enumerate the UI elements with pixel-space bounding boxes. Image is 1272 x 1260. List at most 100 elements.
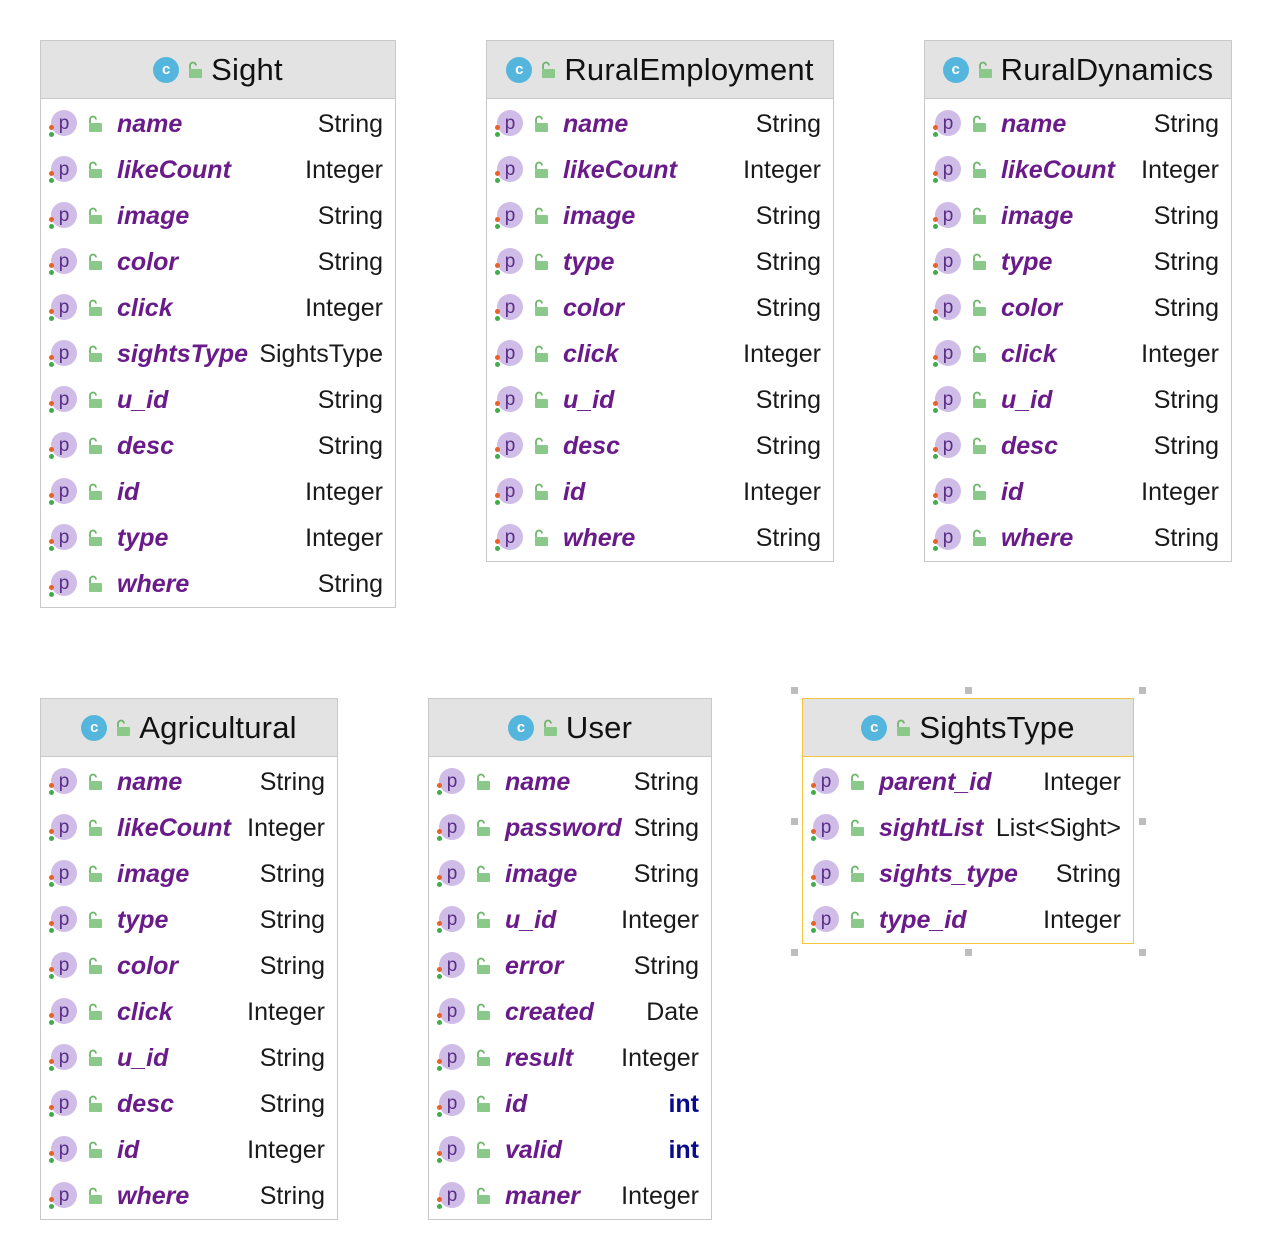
field-type: String (259, 905, 325, 934)
property-p-icon: p (933, 156, 961, 184)
property-p-letter: p (935, 340, 961, 366)
property-p-icon: p (49, 386, 77, 414)
unlocked-padlock-icon (973, 483, 986, 500)
unlocked-padlock-icon (851, 911, 864, 928)
getter-dot-icon (49, 171, 54, 176)
field-type: String (755, 247, 821, 276)
selection-handle[interactable] (790, 817, 798, 825)
selection-handle[interactable] (964, 948, 972, 956)
selection-handle[interactable] (790, 686, 798, 694)
property-p-letter: p (497, 340, 523, 366)
property-p-letter: p (497, 110, 523, 136)
setter-dot-icon (495, 546, 500, 551)
selection-handle[interactable] (1138, 686, 1146, 694)
property-p-icon: p (495, 110, 523, 138)
selection-handle[interactable] (1138, 817, 1146, 825)
field-name: likeCount (563, 155, 677, 184)
field-type: SightsType (259, 339, 383, 368)
selection-handle[interactable] (790, 948, 798, 956)
getter-dot-icon (495, 263, 500, 268)
property-p-letter: p (51, 478, 77, 504)
field-name: color (563, 293, 625, 322)
selection-handle[interactable] (1138, 948, 1146, 956)
getter-dot-icon (933, 539, 938, 544)
field-type: String (259, 1043, 325, 1072)
setter-dot-icon (495, 454, 500, 459)
field-name: color (117, 951, 179, 980)
selection-handle[interactable] (964, 686, 972, 694)
unlocked-padlock-icon (89, 391, 102, 408)
unlocked-padlock-icon (189, 61, 203, 78)
setter-dot-icon (437, 836, 442, 841)
getter-dot-icon (437, 921, 442, 926)
